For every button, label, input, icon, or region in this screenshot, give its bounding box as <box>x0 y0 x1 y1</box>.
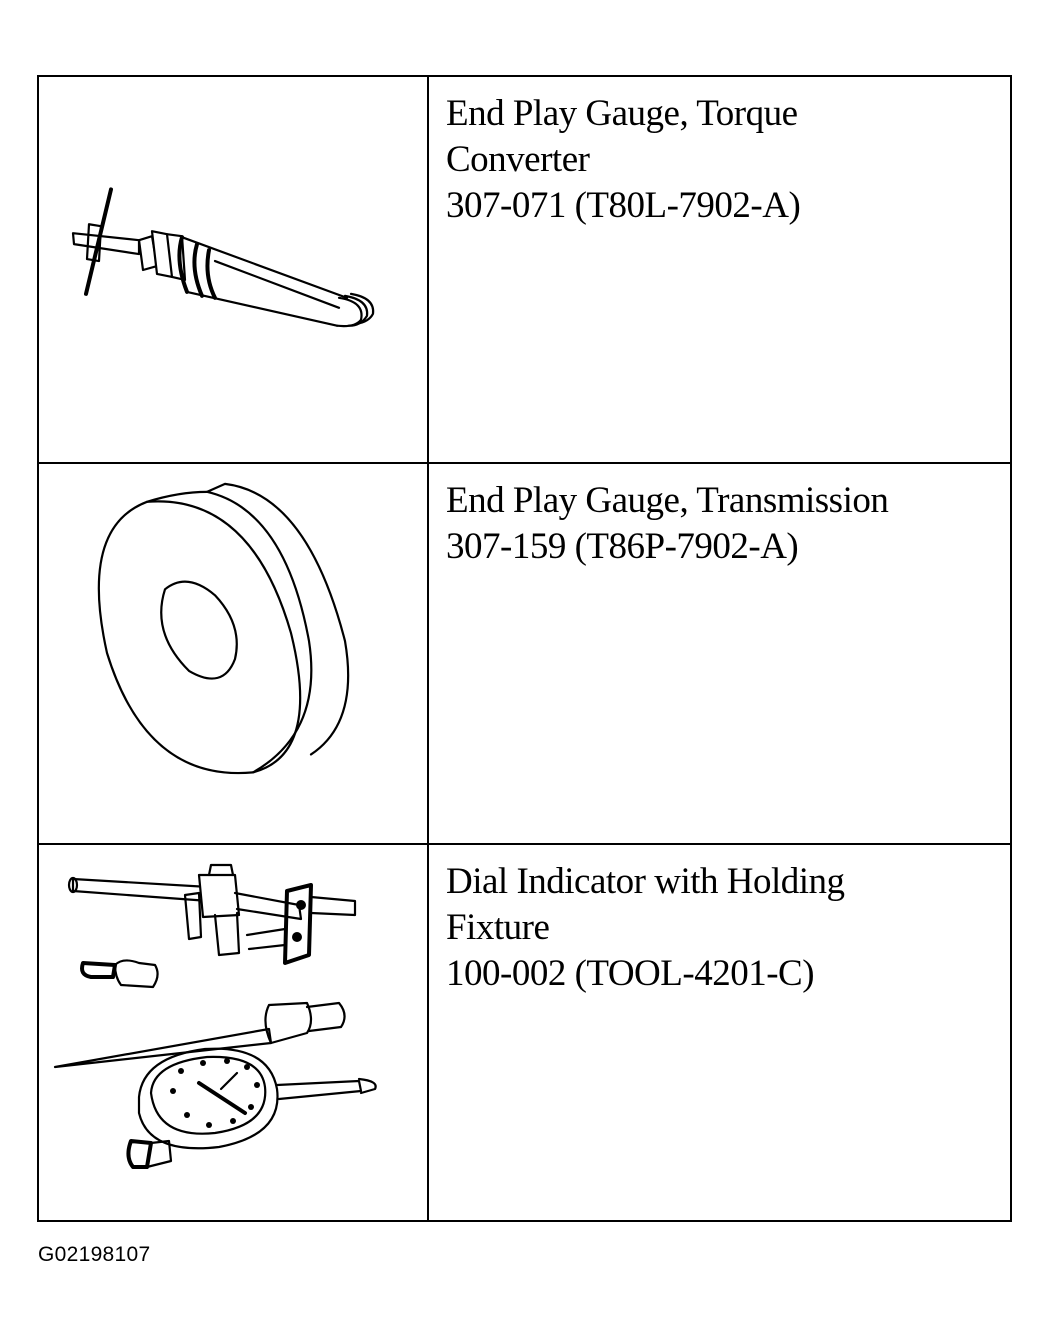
tool-part-number: 100-002 (TOOL-4201-C) <box>446 953 815 994</box>
tool-description: End Play Gauge, Transmission 307-159 (T8… <box>446 478 996 570</box>
transmission-end-play-gauge-icon <box>39 464 427 843</box>
tool-name-line: Converter <box>446 139 590 180</box>
special-tools-table: End Play Gauge, Torque Converter 307-071… <box>37 75 1012 1222</box>
tool-row-transmission-gauge: End Play Gauge, Transmission 307-159 (T8… <box>39 464 1010 845</box>
dial-indicator-holding-fixture-icon <box>39 845 427 1220</box>
tool-part-number: 307-071 (T80L-7902-A) <box>446 185 801 226</box>
torque-converter-end-play-gauge-icon <box>39 77 427 462</box>
tool-name-line: Fixture <box>446 907 550 948</box>
tool-description: Dial Indicator with Holding Fixture 100-… <box>446 859 996 997</box>
tool-name-line: End Play Gauge, Transmission <box>446 480 889 521</box>
column-divider <box>427 464 429 843</box>
tool-description: End Play Gauge, Torque Converter 307-071… <box>446 91 996 229</box>
tool-row-torque-converter-gauge: End Play Gauge, Torque Converter 307-071… <box>39 77 1010 464</box>
tool-name-line: End Play Gauge, Torque <box>446 93 798 134</box>
column-divider <box>427 77 429 462</box>
tool-row-dial-indicator: Dial Indicator with Holding Fixture 100-… <box>39 845 1010 1220</box>
tool-part-number: 307-159 (T86P-7902-A) <box>446 526 799 567</box>
figure-id: G02198107 <box>38 1243 151 1266</box>
column-divider <box>427 845 429 1220</box>
tool-name-line: Dial Indicator with Holding <box>446 861 845 902</box>
